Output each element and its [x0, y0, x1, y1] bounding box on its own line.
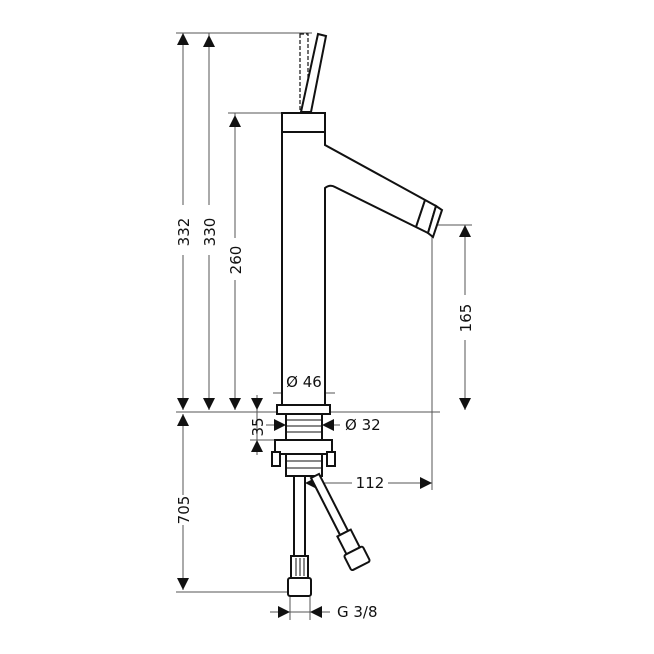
dim-112: 112 — [356, 474, 385, 492]
thread — [285, 413, 323, 441]
mounting-nut — [274, 439, 333, 455]
dim-705: 705 — [175, 496, 193, 525]
dim-260: 260 — [227, 246, 245, 275]
dim-32: Ø 32 — [345, 416, 381, 434]
flange — [276, 404, 331, 415]
dim-165: 165 — [457, 304, 475, 333]
dim-332: 332 — [175, 218, 193, 247]
dim-330: 330 — [201, 218, 219, 247]
faucet-body — [281, 112, 438, 406]
dim-46: Ø 46 — [286, 373, 322, 391]
supply-hose — [309, 472, 371, 572]
lower-thread — [285, 453, 323, 477]
dim-35: 35 — [249, 417, 267, 436]
dim-g38: G 3/8 — [337, 603, 378, 621]
faucet — [271, 32, 444, 597]
pipe-nut — [287, 577, 312, 597]
supply-pipe — [293, 475, 306, 557]
lever — [299, 32, 328, 113]
